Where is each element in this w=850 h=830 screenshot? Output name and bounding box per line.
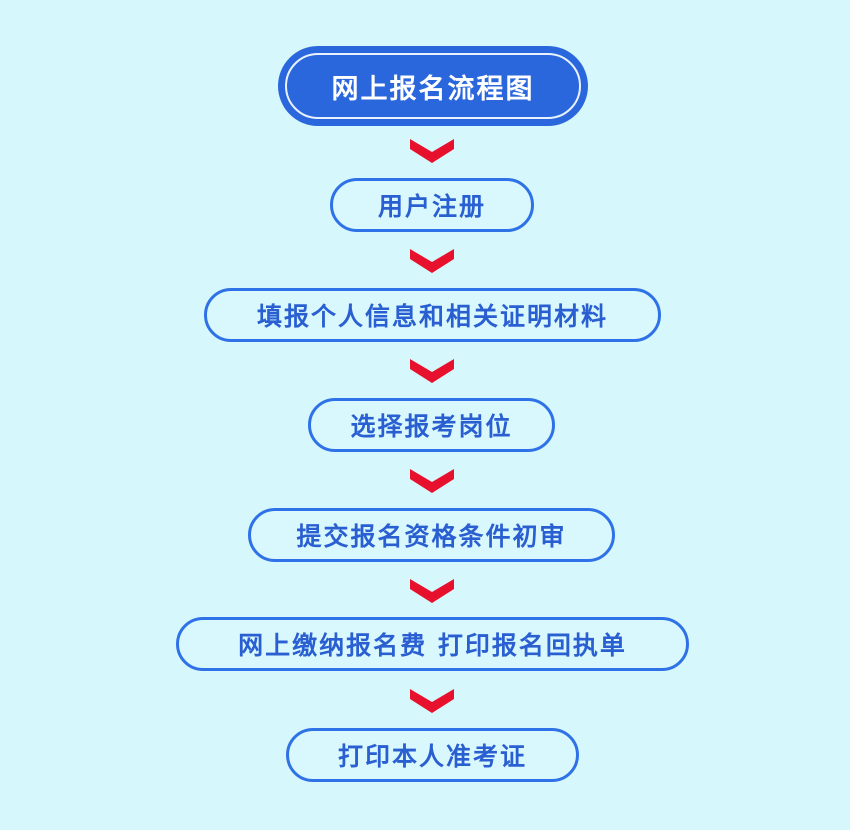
step-submit-review: 提交报名资格条件初审 [248, 508, 615, 562]
chevron-down-icon [410, 359, 454, 383]
chevron-down-icon [410, 469, 454, 493]
chevron-down-icon [410, 689, 454, 713]
flowchart-title-text: 网上报名流程图 [285, 53, 581, 119]
step-pay-and-print-receipt: 网上缴纳报名费 打印报名回执单 [176, 617, 689, 671]
chevron-down-icon [410, 139, 454, 163]
flowchart-title: 网上报名流程图 [278, 46, 588, 126]
chevron-down-icon [410, 579, 454, 603]
step-select-position: 选择报考岗位 [308, 398, 555, 452]
step-user-registration: 用户注册 [330, 178, 534, 232]
chevron-down-icon [410, 249, 454, 273]
step-fill-personal-info: 填报个人信息和相关证明材料 [204, 288, 661, 342]
step-print-admission-ticket: 打印本人准考证 [286, 728, 579, 782]
